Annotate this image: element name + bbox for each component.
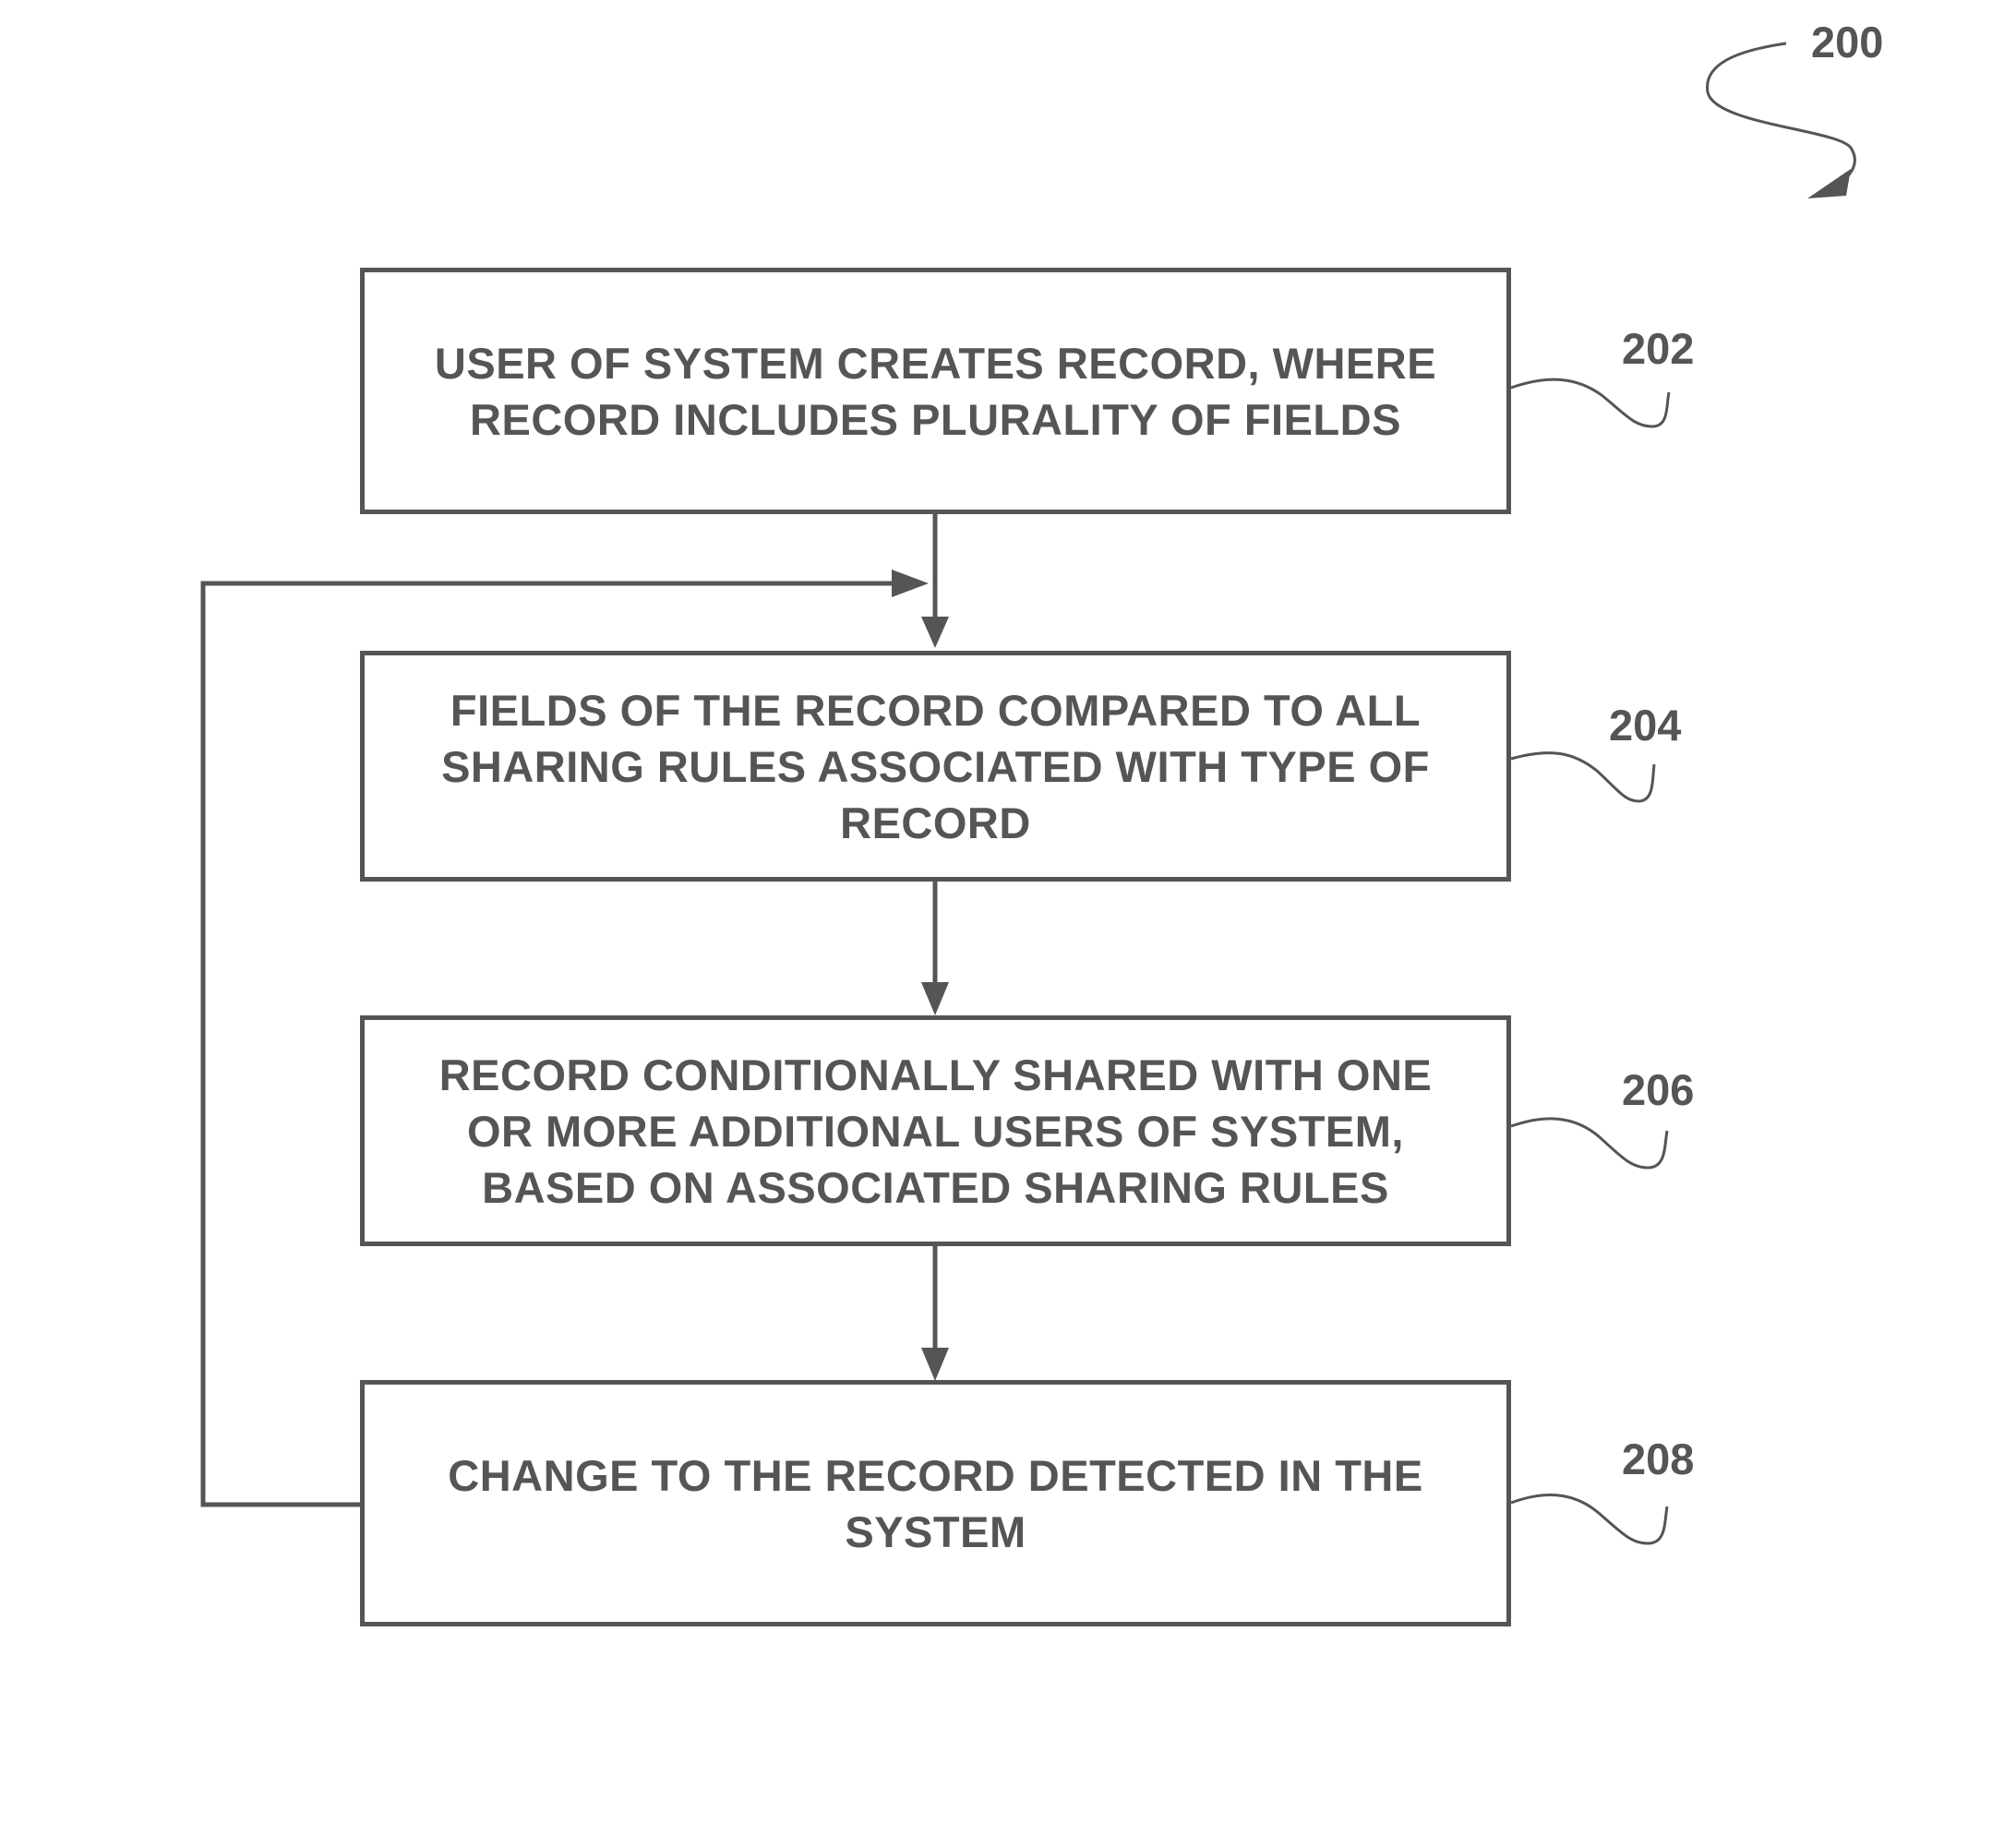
step-text-line: RECORD — [441, 795, 1430, 851]
ref-number-208: 208 — [1622, 1437, 1694, 1481]
ref-leader-208 — [1511, 1494, 1667, 1543]
step-text-line: FIELDS OF THE RECORD COMPARED TO ALL — [441, 682, 1430, 738]
step-text-208: CHANGE TO THE RECORD DETECTED IN THE SYS… — [448, 1447, 1422, 1560]
arrowhead-into-206 — [921, 982, 949, 1015]
step-box-204: FIELDS OF THE RECORD COMPARED TO ALL SHA… — [360, 651, 1511, 882]
figure-number-label: 200 — [1811, 20, 1883, 64]
step-box-202: USER OF SYSTEM CREATES RECORD, WHERE REC… — [360, 268, 1511, 514]
ref-leader-206 — [1511, 1119, 1667, 1168]
step-text-line: SYSTEM — [448, 1504, 1422, 1560]
step-text-206: RECORD CONDITIONALLY SHARED WITH ONE OR … — [439, 1047, 1433, 1216]
step-box-208: CHANGE TO THE RECORD DETECTED IN THE SYS… — [360, 1380, 1511, 1626]
step-text-line: USER OF SYSTEM CREATES RECORD, WHERE — [435, 335, 1436, 391]
step-box-206: RECORD CONDITIONALLY SHARED WITH ONE OR … — [360, 1015, 1511, 1246]
step-text-line: RECORD CONDITIONALLY SHARED WITH ONE — [439, 1047, 1433, 1103]
step-text-line: CHANGE TO THE RECORD DETECTED IN THE — [448, 1447, 1422, 1504]
step-text-line: SHARING RULES ASSOCIATED WITH TYPE OF — [441, 738, 1430, 795]
arrowhead-into-208 — [921, 1348, 949, 1381]
step-text-line: RECORD INCLUDES PLURALITY OF FIELDS — [435, 391, 1436, 448]
ref-number-202: 202 — [1622, 327, 1694, 370]
ref-leader-204 — [1511, 753, 1654, 801]
step-text-line: BASED ON ASSOCIATED SHARING RULES — [439, 1159, 1433, 1216]
ref-number-204: 204 — [1609, 703, 1681, 747]
step-text-204: FIELDS OF THE RECORD COMPARED TO ALL SHA… — [441, 682, 1430, 851]
step-text-line: OR MORE ADDITIONAL USERS OF SYSTEM, — [439, 1103, 1433, 1159]
feedback-loop-arrowhead — [892, 570, 929, 597]
step-text-202: USER OF SYSTEM CREATES RECORD, WHERE REC… — [435, 335, 1436, 448]
ref-leader-202 — [1511, 379, 1669, 426]
ref-number-206: 206 — [1622, 1068, 1694, 1111]
arrowhead-into-204 — [921, 617, 949, 648]
figure-label-arrowhead — [1807, 169, 1851, 198]
